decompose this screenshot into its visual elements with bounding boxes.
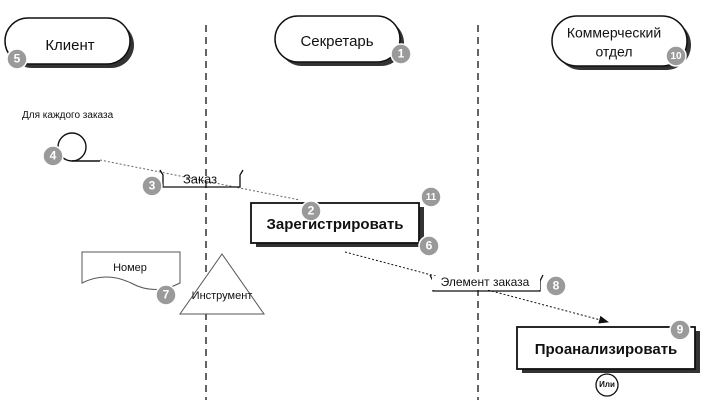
tool-object[interactable]: Инструмент <box>179 253 265 315</box>
role-secretary-label: Секретарь <box>300 33 373 50</box>
activity-analyze[interactable]: Проанализировать <box>516 326 700 373</box>
number-object[interactable]: Номер <box>81 251 181 290</box>
step-badge-label: 11 <box>426 192 437 203</box>
step-badge-5: 5 <box>6 48 28 70</box>
or-connector-label: Или <box>599 380 615 389</box>
role-client-label: Клиент <box>45 37 94 54</box>
order-flow-label: Заказ <box>183 171 217 186</box>
step-badge-9: 9 <box>669 319 691 341</box>
role-commercial-label-2: отдел <box>595 44 632 60</box>
step-badge-label: 6 <box>426 239 433 253</box>
step-badge-10: 10 <box>665 45 687 67</box>
badges: 1 2 3 4 5 6 7 8 9 10 11 <box>6 43 691 341</box>
step-badge-8: 8 <box>545 275 567 297</box>
step-badge-label: 1 <box>398 47 405 61</box>
iteration-symbol[interactable] <box>57 132 100 162</box>
number-object-label: Номер <box>113 262 147 274</box>
step-badge-3: 3 <box>141 175 163 197</box>
step-badge-label: 3 <box>149 179 156 193</box>
order-flow-line <box>99 159 301 201</box>
step-badge-11: 11 <box>420 186 442 208</box>
order-item-flow-label: Элемент заказа <box>441 275 530 289</box>
role-secretary[interactable]: Секретарь <box>274 15 404 66</box>
step-badge-label: 5 <box>14 52 21 66</box>
tool-object-label: Инструмент <box>192 290 253 302</box>
step-badge-label: 9 <box>677 323 684 337</box>
for-each-order-annotation: Для каждого заказа <box>22 110 114 121</box>
activity-analyze-label: Проанализировать <box>535 341 678 358</box>
step-badge-1: 1 <box>390 43 412 65</box>
step-badge-6: 6 <box>418 235 440 257</box>
role-client[interactable]: Клиент <box>4 17 134 68</box>
activity-register-label: Зарегистрировать <box>266 216 403 233</box>
step-badge-label: 8 <box>553 279 560 293</box>
step-badge-4: 4 <box>42 145 64 167</box>
role-commercial-label-1: Коммерческий <box>567 25 661 41</box>
step-badge-label: 4 <box>50 149 57 163</box>
order-item-flow[interactable]: Элемент заказа <box>429 274 544 292</box>
step-badge-7: 7 <box>155 284 177 306</box>
activity-register[interactable]: Зарегистрировать <box>250 202 424 247</box>
step-badge-label: 10 <box>670 51 682 62</box>
step-badge-label: 2 <box>308 204 315 218</box>
order-flow[interactable]: Заказ <box>159 169 244 188</box>
step-badge-label: 7 <box>163 288 170 302</box>
or-connector[interactable]: Или <box>595 373 619 397</box>
step-badge-2: 2 <box>300 200 322 222</box>
role-commercial-dept[interactable]: Коммерческий отдел <box>551 15 691 70</box>
